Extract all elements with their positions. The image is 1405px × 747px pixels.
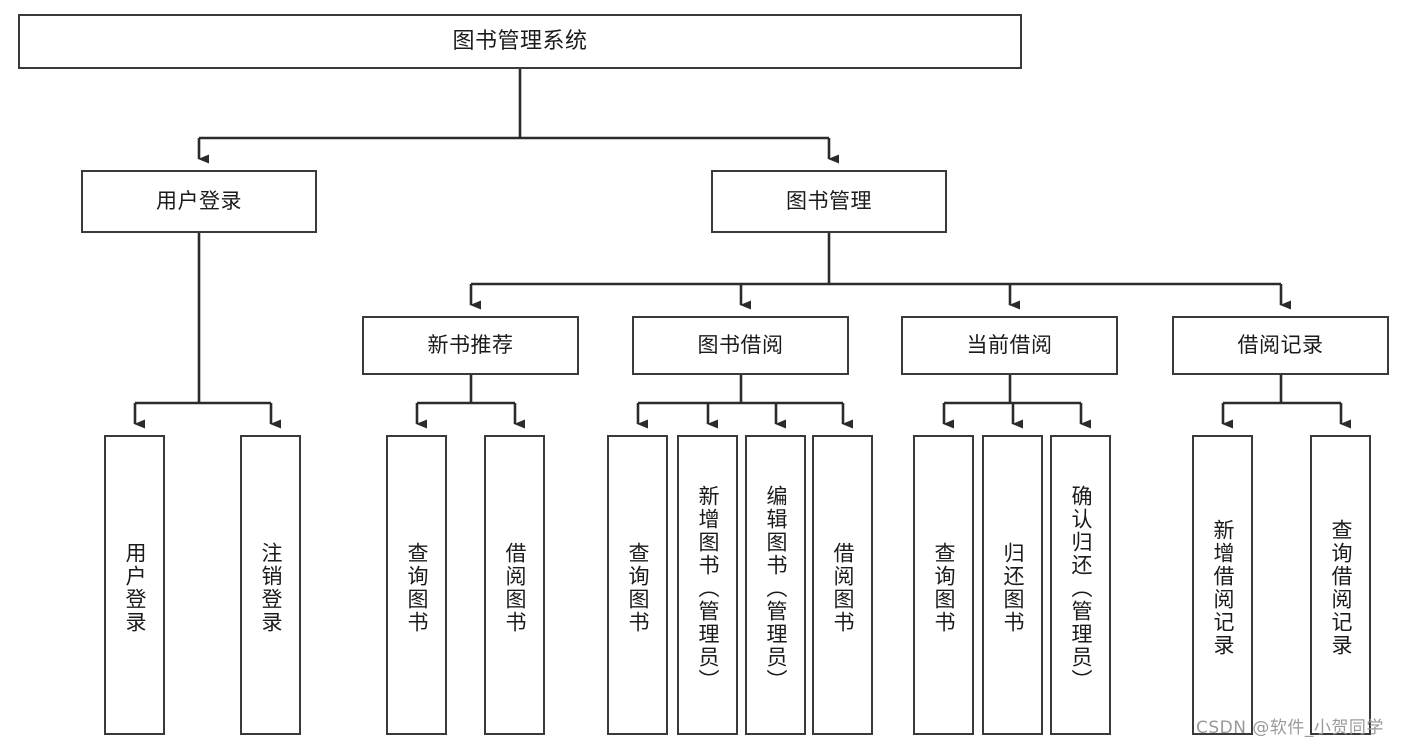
node-leaf-borrow-book-1[interactable]: 借阅图书 xyxy=(484,435,545,735)
node-leaf-borrow-book-1-label: 借阅图书 xyxy=(503,542,527,634)
node-root[interactable]: 图书管理系统 xyxy=(18,14,1022,69)
node-leaf-confirm-return[interactable]: 确认归还（管理员） xyxy=(1050,435,1111,735)
node-borrow-record-label: 借阅记录 xyxy=(1237,333,1324,358)
node-leaf-confirm-return-label: 确认归还（管理员） xyxy=(1069,484,1093,692)
node-leaf-logout-label: 注销登录 xyxy=(259,542,283,634)
node-leaf-user-login[interactable]: 用户登录 xyxy=(104,435,165,735)
node-leaf-edit-book-label: 编辑图书（管理员） xyxy=(764,484,788,692)
node-book-manage-label: 图书管理 xyxy=(786,189,872,214)
node-book-borrow[interactable]: 图书借阅 xyxy=(632,316,849,375)
node-leaf-user-login-label: 用户登录 xyxy=(123,542,147,634)
node-book-manage[interactable]: 图书管理 xyxy=(711,170,947,233)
node-user-login-label: 用户登录 xyxy=(156,189,242,214)
node-leaf-query-record-label: 查询借阅记录 xyxy=(1329,519,1353,657)
node-new-book-recommend-label: 新书推荐 xyxy=(427,333,514,358)
node-new-book-recommend[interactable]: 新书推荐 xyxy=(362,316,579,375)
node-leaf-borrow-book-2-label: 借阅图书 xyxy=(831,542,855,634)
node-leaf-query-book-1-label: 查询图书 xyxy=(405,542,429,634)
node-leaf-borrow-book-2[interactable]: 借阅图书 xyxy=(812,435,873,735)
node-leaf-logout[interactable]: 注销登录 xyxy=(240,435,301,735)
node-leaf-query-record[interactable]: 查询借阅记录 xyxy=(1310,435,1371,735)
node-leaf-add-record-label: 新增借阅记录 xyxy=(1211,519,1235,657)
node-leaf-query-book-1[interactable]: 查询图书 xyxy=(386,435,447,735)
node-leaf-query-book-3[interactable]: 查询图书 xyxy=(913,435,974,735)
node-current-borrow-label: 当前借阅 xyxy=(966,333,1053,358)
node-root-label: 图书管理系统 xyxy=(452,28,588,54)
node-leaf-query-book-2-label: 查询图书 xyxy=(626,542,650,634)
node-leaf-add-record[interactable]: 新增借阅记录 xyxy=(1192,435,1253,735)
node-leaf-query-book-2[interactable]: 查询图书 xyxy=(607,435,668,735)
watermark-label: CSDN @软件_小贺同学 xyxy=(1196,718,1384,738)
node-user-login[interactable]: 用户登录 xyxy=(81,170,317,233)
node-current-borrow[interactable]: 当前借阅 xyxy=(901,316,1118,375)
node-leaf-add-book-label: 新增图书（管理员） xyxy=(696,484,720,692)
node-leaf-edit-book[interactable]: 编辑图书（管理员） xyxy=(745,435,806,735)
node-book-borrow-label: 图书借阅 xyxy=(697,333,784,358)
node-leaf-return-book-label: 归还图书 xyxy=(1001,542,1025,634)
node-borrow-record[interactable]: 借阅记录 xyxy=(1172,316,1389,375)
node-leaf-return-book[interactable]: 归还图书 xyxy=(982,435,1043,735)
node-leaf-query-book-3-label: 查询图书 xyxy=(932,542,956,634)
node-leaf-add-book[interactable]: 新增图书（管理员） xyxy=(677,435,738,735)
